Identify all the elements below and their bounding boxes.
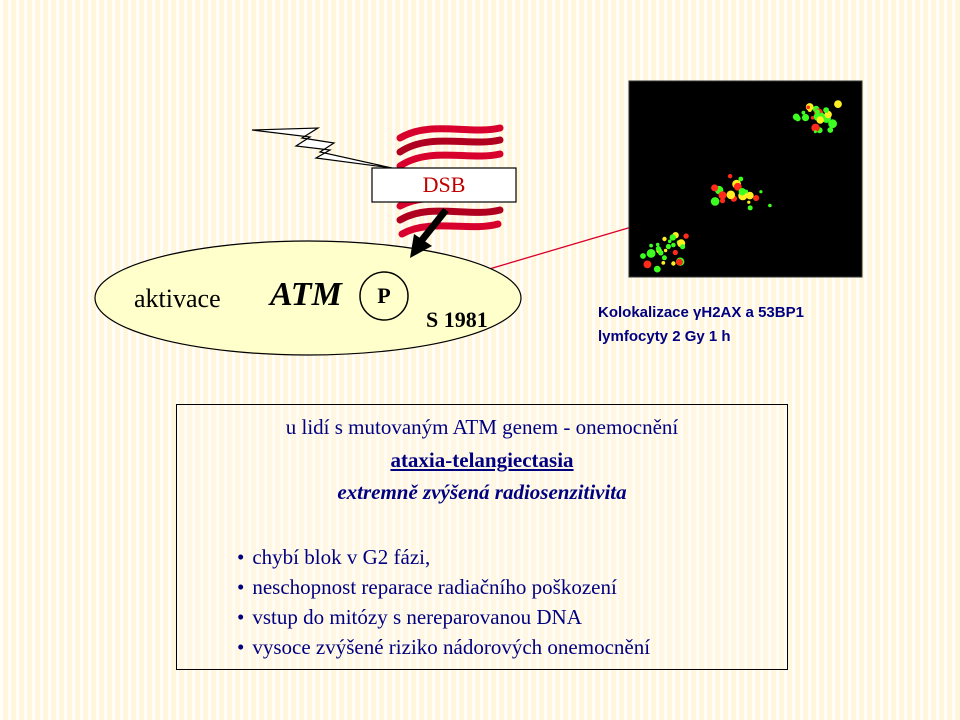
fluorescence-spot [726,190,736,200]
fluorescence-spot [669,234,676,241]
info-line-2: ataxia-telangiectasia [390,448,574,472]
fluorescence-spot [810,116,815,120]
site-label: S 1981 [426,307,488,332]
fluorescence-spot [655,242,660,247]
fluorescence-spot [643,260,652,269]
micrograph-caption-line2: lymfocyty 2 Gy 1 h [598,328,731,345]
fluorescence-spot [676,258,683,266]
fluorescence-spot [834,100,842,108]
list-item: chybí blok v G2 fázi, [237,542,650,572]
fluorescence-spot [813,130,817,134]
fluorescence-spot [759,190,763,194]
arrow-icon [410,207,449,258]
fluorescence-spot [658,250,664,256]
lightning-bolt-icon [251,127,393,169]
fluorescence-spot [718,191,727,200]
phospho-label: P [377,283,391,308]
fluorescence-spot [801,110,806,115]
dna-helix-icon [396,124,504,238]
fluorescence-spot [655,246,662,252]
atm-label: ATM [270,276,342,313]
fluorescence-spot [711,184,719,192]
info-box: u lidí s mutovaným ATM genem - onemocněn… [176,404,788,670]
fluorescence-spot [662,236,667,242]
micrograph-spots [640,100,842,273]
fluorescence-spot [768,203,772,208]
fluorescence-spot [747,200,751,204]
fluorescence-spot [746,191,754,200]
list-item: vstup do mitózy s nereparovanou DNA [237,602,650,632]
fluorescence-spot [683,233,689,239]
fluorescence-spot [828,119,837,129]
fluorescence-spot [653,265,661,273]
fluorescence-spot [680,244,686,250]
fluorescence-spot [816,116,824,124]
fluorescence-spot [672,249,678,256]
fluorescence-spot [792,113,800,121]
dsb-label: DSB [422,172,466,197]
activation-ellipse [94,240,522,356]
micrograph-caption-line1: Kolokalizace γH2AX a 53BP1 [598,304,804,321]
fluorescence-spot [646,249,656,258]
fluorescence-spot [806,105,810,110]
fluorescence-spot [665,243,672,250]
fluorescence-spot [649,243,653,248]
fluorescence-spot [667,239,672,244]
fluorescence-spot [733,182,742,191]
fluorescence-spot [727,174,733,179]
fluorescence-spot [671,242,676,248]
fluorescence-spot [663,248,668,253]
info-line-3: extremně zvýšená radiosenzitivita [337,480,627,504]
fluorescence-spot [801,114,810,122]
activation-label: aktivace [134,284,221,313]
fluorescence-spot [661,255,667,261]
fluorescence-spot [823,107,829,113]
fluorescence-spot [640,253,646,259]
list-item: neschopnost reparace radiačního poškozen… [237,572,650,602]
fluorescence-spot [661,261,666,265]
fluorescence-spot [827,127,834,133]
fluorescence-spot [753,195,760,201]
fluorescence-spot [811,123,820,132]
fluorescence-spot [738,188,746,196]
phospho-circle [359,271,409,321]
info-line-1: u lidí s mutovaným ATM genem - onemocněn… [285,415,679,439]
symptom-list: chybí blok v G2 fázi, neschopnost repara… [237,542,650,662]
list-item: vysoce zvýšené riziko nádorových onemocn… [237,632,650,662]
fluorescence-spot [710,197,720,206]
fluorescence-spot [747,205,753,211]
fluorescence-spot [719,198,726,204]
fluorescence-spot [671,261,676,266]
fluorescence-spot [738,176,744,182]
dsb-box [371,167,517,203]
fluorescence-spot [814,109,820,115]
